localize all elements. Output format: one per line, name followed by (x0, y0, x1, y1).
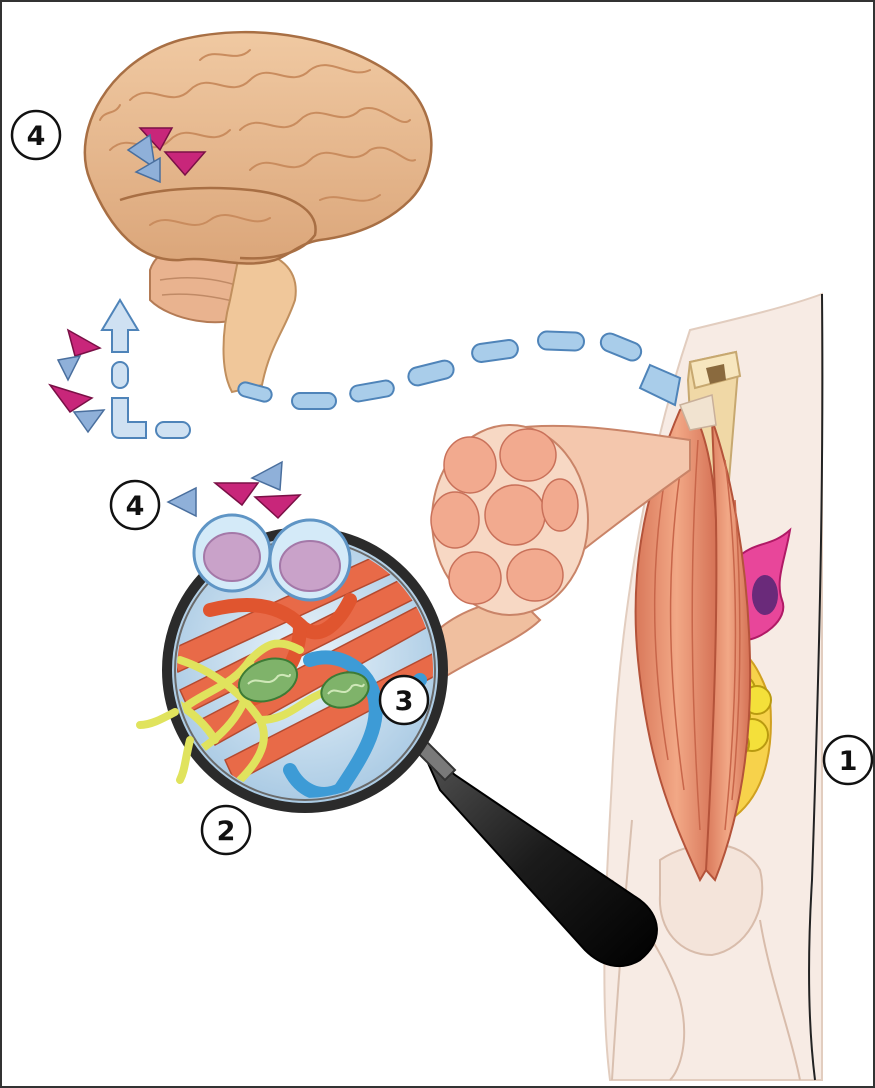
label-1: 1 (824, 736, 872, 784)
label-4-brain: 4 (12, 111, 60, 159)
label-4-local: 4 (111, 481, 159, 529)
svg-text:4: 4 (126, 491, 145, 522)
svg-text:2: 2 (217, 816, 236, 847)
svg-text:1: 1 (839, 746, 858, 777)
svg-text:3: 3 (395, 686, 414, 717)
label-3: 3 (380, 676, 428, 724)
label-2: 2 (202, 806, 250, 854)
svg-text:4: 4 (27, 121, 46, 152)
